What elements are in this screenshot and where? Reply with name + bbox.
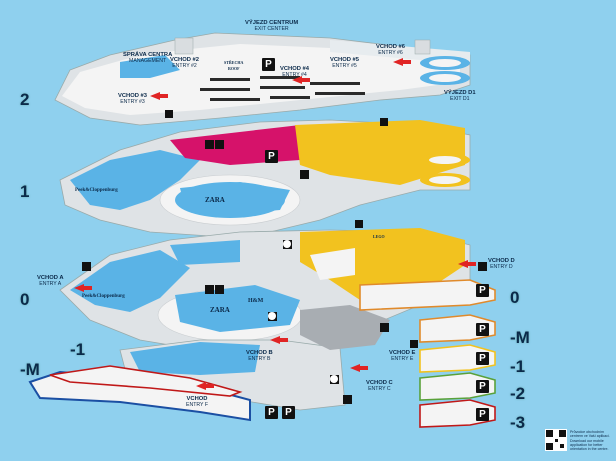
level-1-floor[interactable] xyxy=(59,119,471,237)
level-minus1-floor[interactable] xyxy=(28,305,390,422)
parking-sign-stack-minus2: P xyxy=(476,380,489,393)
store-zara-level1[interactable]: ZARA xyxy=(205,196,225,204)
parking-level-minus3-label: -3 xyxy=(510,413,526,432)
entry-arrows xyxy=(74,58,476,390)
parking-level-0-label: 0 xyxy=(510,288,520,307)
parking-sign-level2: P xyxy=(262,58,275,71)
level-mm-label: -M xyxy=(20,360,40,379)
parking-sign-stack-0: P xyxy=(476,284,489,297)
store-lego[interactable]: LEGO xyxy=(373,234,385,239)
qr-code[interactable] xyxy=(545,429,567,451)
parking-stack[interactable] xyxy=(359,279,496,428)
parking-sign-stack-minus1: P xyxy=(476,352,489,365)
level-2-label: 2 xyxy=(20,90,30,109)
store-hm-level0[interactable]: H&M xyxy=(248,298,264,304)
level-minus1-label: -1 xyxy=(70,340,86,359)
parking-level-minus1-label: -1 xyxy=(510,357,526,376)
terrace-label: STŘECHA xyxy=(224,60,244,65)
parking-level-m-label: -M xyxy=(510,328,530,347)
store-peek-level1[interactable]: Peek&Cloppenburg xyxy=(75,188,118,193)
qr-caption: Průvodce obchodním centrem ve Vaší aplik… xyxy=(570,430,610,452)
store-zara-level0[interactable]: ZARA xyxy=(210,306,230,314)
level-1-label: 1 xyxy=(20,182,30,201)
store-peek-level0[interactable]: Peek&Cloppenburg xyxy=(82,294,125,299)
parking-level-minus2-label: -2 xyxy=(510,384,526,403)
level-2-parking-rows xyxy=(200,76,365,101)
parking-sign-bottom-2: P xyxy=(282,406,295,419)
parking-sign-level1: P xyxy=(265,150,278,163)
parking-sign-stack-m: P xyxy=(476,323,489,336)
parking-sign-bottom-1: P xyxy=(265,406,278,419)
level-0-label: 0 xyxy=(20,290,30,309)
parking-sign-stack-minus3: P xyxy=(476,408,489,421)
roof-label: ROOF xyxy=(228,66,240,71)
